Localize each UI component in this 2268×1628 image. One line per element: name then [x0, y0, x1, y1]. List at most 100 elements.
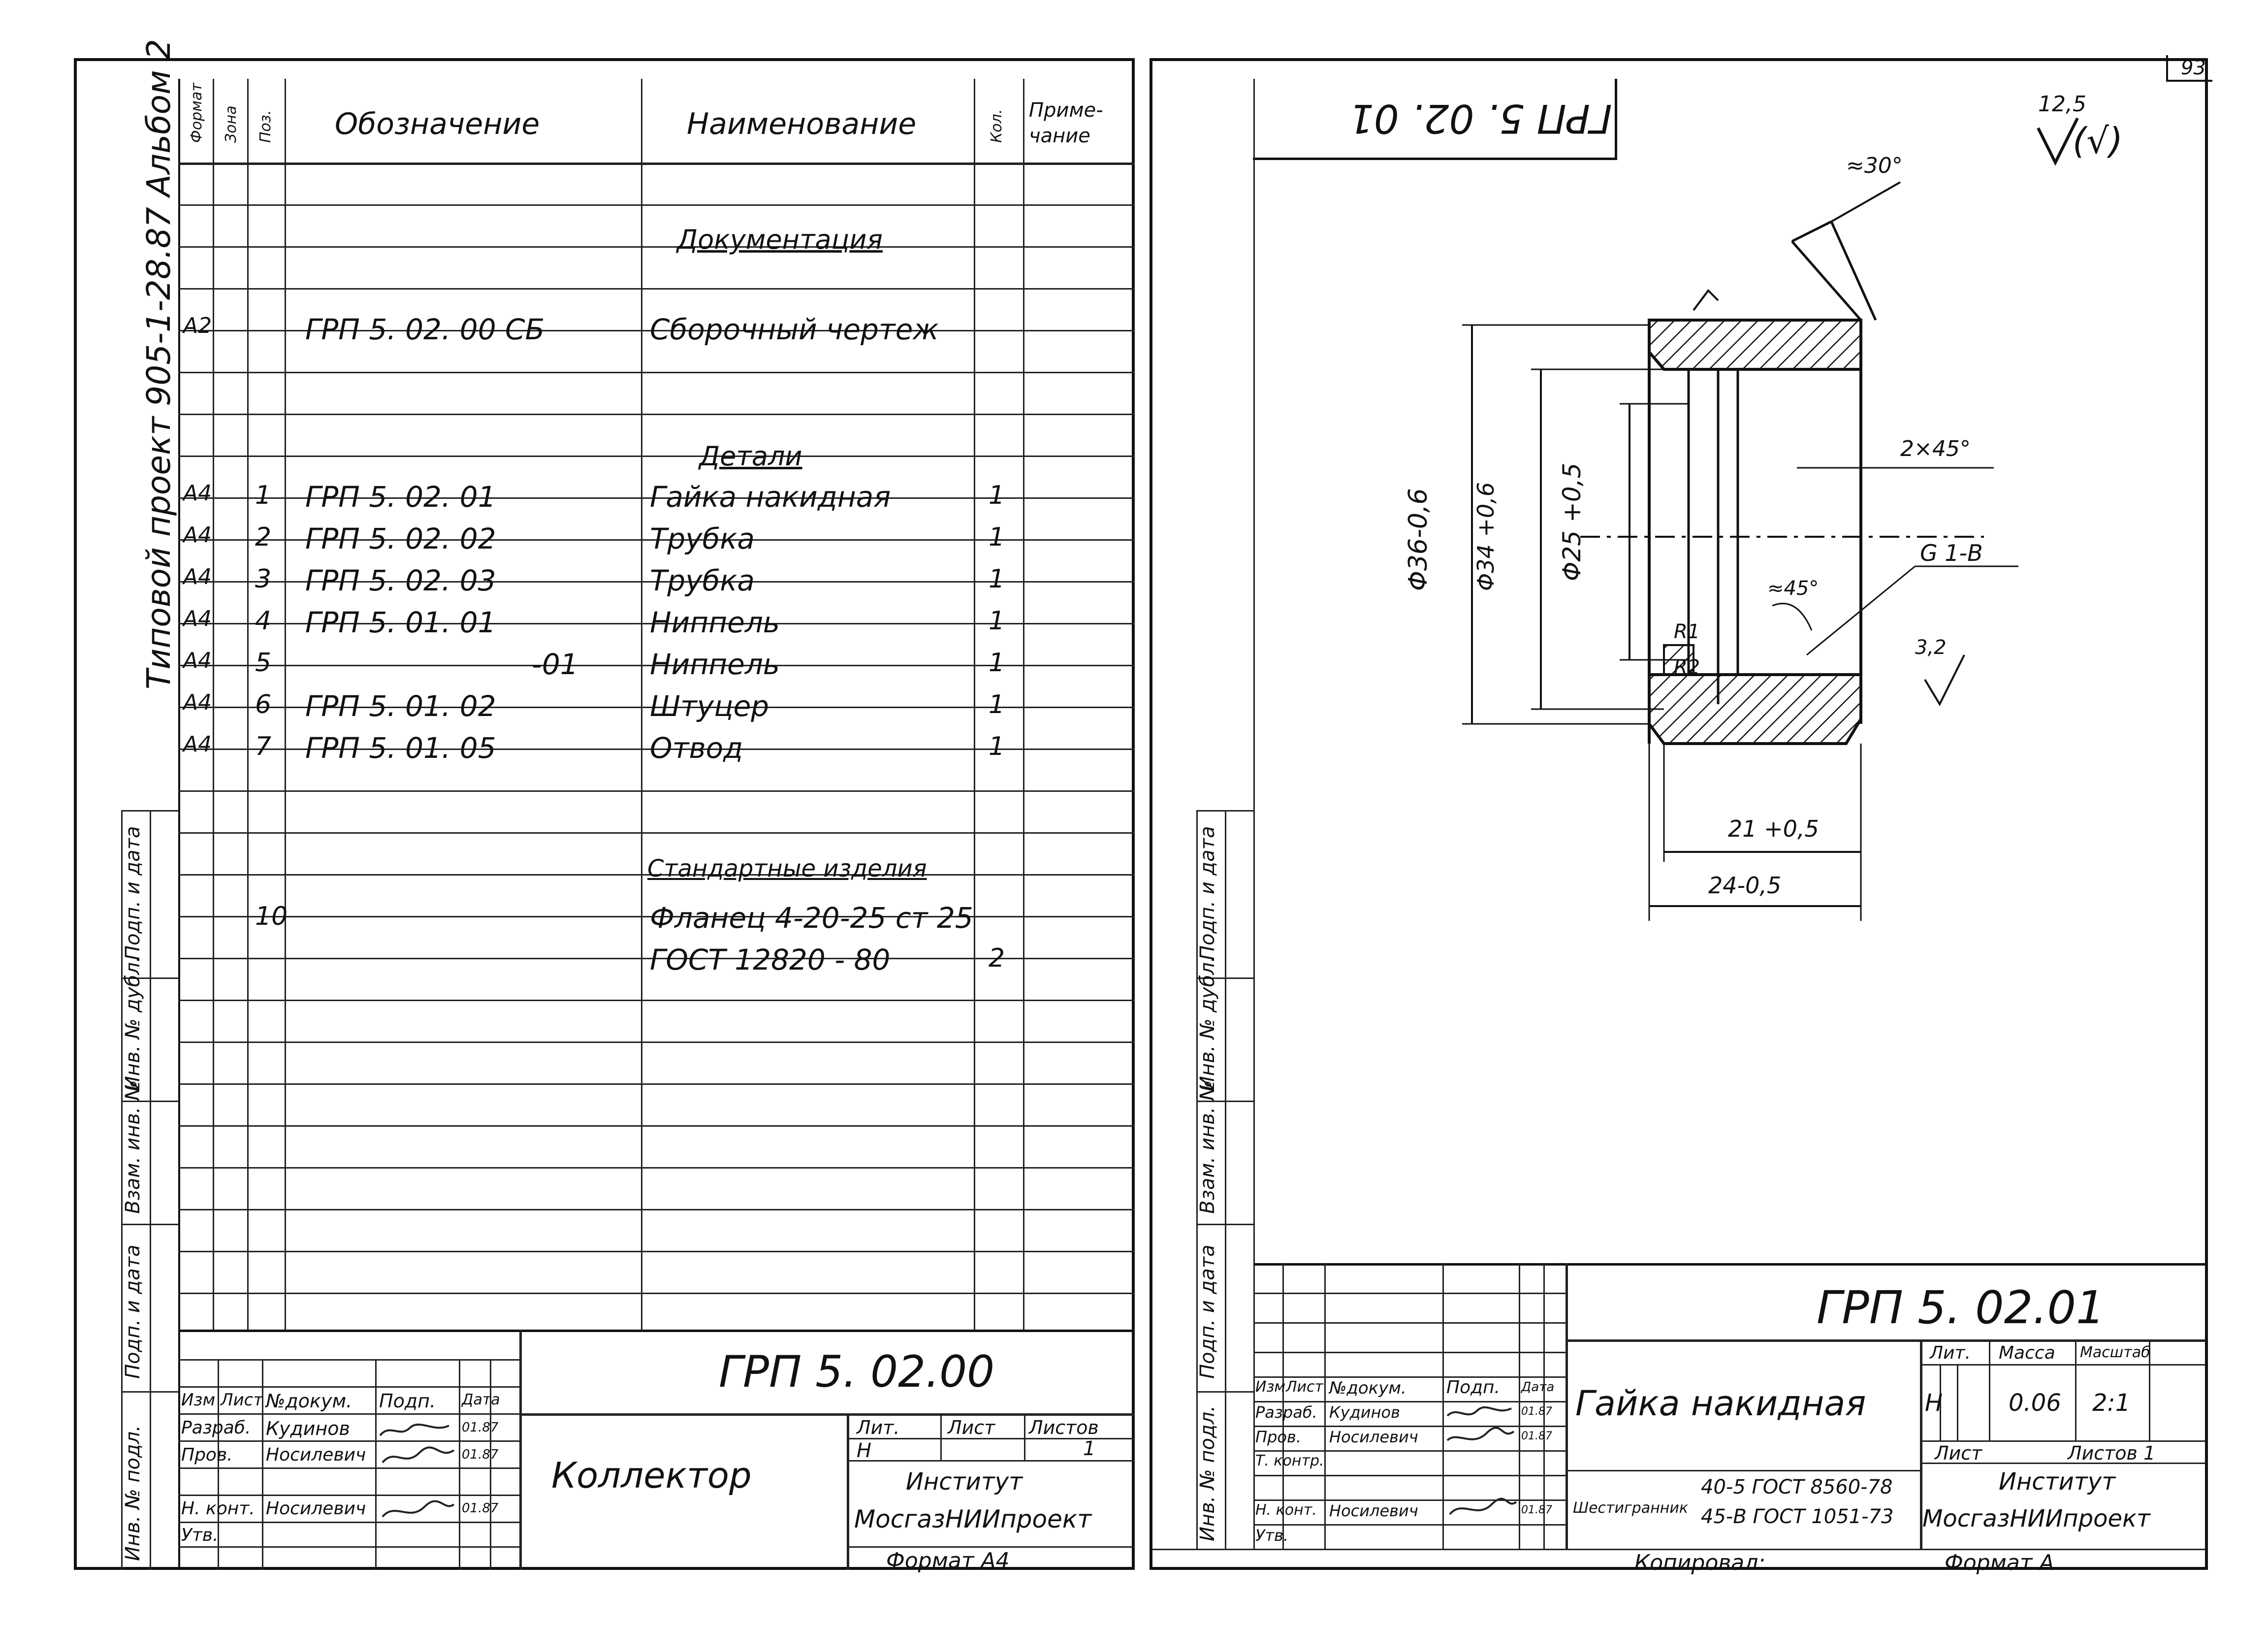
right-tb-code: ГРП 5. 02.01: [1817, 1281, 2105, 1334]
left-tb-izm: Изм: [181, 1390, 216, 1410]
spec-row-qty: 2: [989, 944, 1005, 973]
spec-row-designation: ГРП 5. 02. 00 СБ: [305, 313, 545, 346]
right-tb-prov: Пров.: [1255, 1428, 1301, 1446]
spec-row-name: Сборочный чертеж: [650, 313, 939, 346]
page-number-box: [2166, 55, 2212, 82]
spec-row-pos: 7: [255, 732, 272, 761]
left-tb-format: Формат А4: [886, 1548, 1010, 1573]
right-tb-prov-name: Носилевич: [1329, 1428, 1418, 1446]
right-tb-lit: Н: [1925, 1389, 1943, 1417]
right-side-label-3: Взам. инв. №: [1196, 1080, 1219, 1214]
spec-row-pos: 1: [255, 481, 272, 510]
spec-row-name: Ниппель: [650, 648, 780, 681]
left-tb-code: ГРП 5. 02.00: [719, 1346, 995, 1397]
right-tb-razrab-name: Кудинов: [1329, 1403, 1400, 1422]
right-tb-list-label: Лист: [1935, 1442, 1982, 1464]
right-tb-listov-label: Листов 1: [2068, 1442, 2156, 1464]
right-tb-tkont: Т. контр.: [1255, 1452, 1324, 1469]
spec-row-designation: ГРП 5. 01. 02: [305, 689, 496, 723]
spec-row-name: Детали: [699, 441, 802, 472]
right-tb-mass-label: Масса: [1999, 1343, 2055, 1363]
left-sheet-frame: [74, 58, 1135, 1570]
right-title-block: [1253, 1263, 2205, 1551]
right-tb-razrab: Разраб.: [1255, 1403, 1317, 1422]
right-tb-nkont-name: Носилевич: [1329, 1501, 1418, 1520]
page-number: 93: [2181, 57, 2206, 79]
col-pos: Поз.: [257, 110, 274, 143]
left-tb-razrab-name: Кудинов: [266, 1418, 350, 1439]
right-side-label-2: Инв. № дубл.: [1196, 956, 1219, 1091]
right-tb-date: Дата: [1521, 1380, 1555, 1395]
left-side-label-3: Взам. инв. №: [122, 1080, 144, 1214]
right-tb-izm: Изм: [1255, 1378, 1286, 1396]
left-tb-lit: Н: [857, 1439, 872, 1462]
spec-row-qty: 1: [989, 648, 1005, 678]
right-tb-utv: Утв.: [1255, 1526, 1289, 1545]
spec-row-format: А4: [183, 732, 212, 757]
spec-row-format: А4: [183, 606, 212, 631]
spec-row-qty: 1: [989, 690, 1005, 719]
spec-row-format: А4: [183, 522, 212, 548]
spec-row-name: Ниппель: [650, 606, 780, 639]
right-tb-title: Гайка накидная: [1575, 1383, 1866, 1424]
spec-row-pos: 10: [255, 902, 288, 931]
col-format: Формат: [188, 83, 205, 143]
dim-r2: R2: [1674, 656, 1700, 679]
left-tb-prov-date: 01.87: [462, 1447, 499, 1462]
spec-row-designation: -01: [532, 648, 578, 681]
left-tb-nkont-date: 01.87: [462, 1501, 499, 1516]
spec-row-name: Штуцер: [650, 689, 769, 723]
spec-row-qty: 1: [989, 606, 1005, 636]
left-tb-nkont-name: Носилевич: [266, 1498, 366, 1519]
spec-row-name: Фланец 4-20-25 ст 25: [650, 901, 973, 935]
stamp-code: ГРП 5. 02. 01: [1349, 96, 1612, 141]
dim-roughness-face: 3,2: [1915, 636, 1947, 659]
left-side-label-4: Подп. и дата: [122, 1244, 144, 1379]
right-tb-scale-label: Масштаб: [2080, 1344, 2150, 1361]
gayka-drawing: [1462, 181, 2018, 921]
right-tb-list: Лист: [1286, 1378, 1324, 1396]
col-note: Приме-чание: [1029, 99, 1103, 147]
left-tb-utv: Утв.: [181, 1525, 219, 1545]
right-tb-sign: Подп.: [1446, 1377, 1500, 1398]
spec-row-format: А4: [183, 481, 212, 506]
dim-thread: G 1-B: [1920, 540, 1983, 566]
right-tb-lit-label: Лит.: [1930, 1343, 1971, 1363]
dim-angle-inner: ≈45°: [1767, 577, 1819, 600]
dim-len-24: 24-0,5: [1708, 872, 1782, 899]
right-tb-mass: 0.06: [2009, 1389, 2061, 1417]
right-side-label-5: Инв. № подл.: [1196, 1405, 1219, 1541]
left-tb-listov-label: Листов: [1029, 1417, 1099, 1438]
dim-dia-34: Φ34 +0,6: [1472, 482, 1499, 591]
roughness-value: 12,5: [2038, 92, 2086, 117]
spec-table: [178, 79, 1137, 1570]
album-title: Типовой проект 905-1-28.87 Альбом 2: [140, 39, 178, 689]
dim-angle-top: ≈30°: [1846, 153, 1903, 178]
dim-dia-36: Φ36-0,6: [1404, 488, 1433, 591]
spec-row-name: Трубка: [650, 522, 755, 555]
left-tb-institute-2: МосгазНИИпроект: [854, 1505, 1092, 1533]
spec-row-name: Документация: [677, 224, 883, 255]
spec-row-qty: 1: [989, 564, 1005, 594]
spec-row-format: А4: [183, 648, 212, 673]
spec-row-name: ГОСТ 12820 - 80: [650, 943, 891, 977]
left-tb-date: Дата: [462, 1391, 500, 1408]
spec-row-name: Гайка накидная: [650, 480, 891, 514]
left-tb-razrab: Разраб.: [181, 1418, 251, 1438]
col-name: Наименование: [687, 107, 917, 141]
left-tb-lit-label: Лит.: [857, 1417, 900, 1438]
spec-row-designation: ГРП 5. 01. 05: [305, 731, 496, 765]
dim-dia-25: Φ25 +0,5: [1558, 462, 1586, 581]
stamp-box: [1253, 79, 1617, 160]
spec-row-designation: ГРП 5. 02. 02: [305, 522, 496, 555]
spec-row-format: А4: [183, 564, 212, 589]
right-tb-doc: №докум.: [1329, 1378, 1406, 1398]
spec-row-name: Трубка: [650, 564, 755, 597]
left-title-block: [178, 1330, 1135, 1572]
right-tb-material-1: 40-5 ГОСТ 8560-78: [1701, 1476, 1893, 1498]
spec-row-format: А2: [183, 313, 212, 338]
col-qty: Кол.: [988, 109, 1005, 143]
roughness-symbol: [2037, 117, 2079, 166]
right-tb-institute-1: Институт: [1999, 1468, 2116, 1496]
left-tb-prov: Пров.: [181, 1445, 233, 1465]
